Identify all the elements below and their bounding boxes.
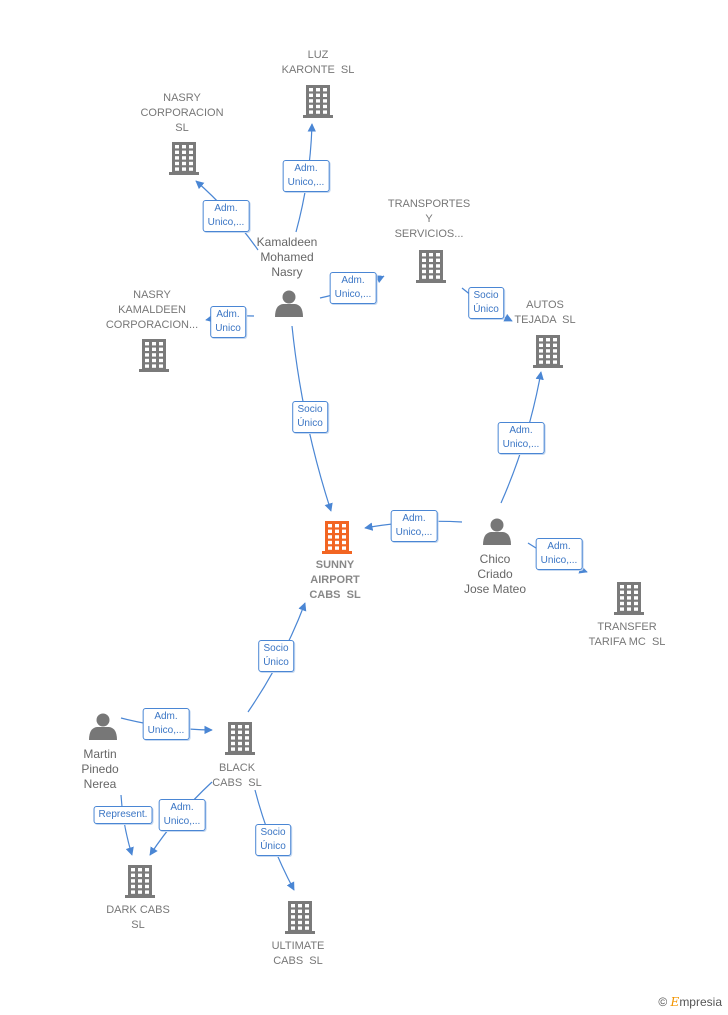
brand-name: mpresia <box>679 995 722 1009</box>
edge-label-kamaldeen-to-transportes[interactable]: Adm. Unico,... <box>329 272 377 304</box>
edge-label-chico-to-transfer[interactable]: Adm. Unico,... <box>535 538 583 570</box>
edge-label-kamaldeen-to-nasry_kam[interactable]: Adm. Unico <box>210 306 246 338</box>
building-icon-autos[interactable] <box>533 335 563 368</box>
node-label-transportes[interactable]: TRANSPORTES Y SERVICIOS... <box>387 198 471 240</box>
building-icon-transfer[interactable] <box>614 582 644 615</box>
building-icon-dark[interactable] <box>125 865 155 898</box>
node-label-luz[interactable]: LUZ KARONTE SL <box>281 49 355 76</box>
edge-martin-to-dark <box>120 794 134 856</box>
person-icon-kamaldeen[interactable] <box>275 290 303 318</box>
edge-label-chico-to-sunny[interactable]: Adm. Unico,... <box>390 510 438 542</box>
building-icon-transportes[interactable] <box>416 250 446 283</box>
brand-initial: E <box>670 995 680 1009</box>
building-icon-luz[interactable] <box>303 85 333 118</box>
node-label-ultimate[interactable]: ULTIMATE CABS SL <box>271 940 325 967</box>
node-label-nasry_kam[interactable]: NASRY KAMALDEEN CORPORACION... <box>105 289 199 331</box>
node-label-autos[interactable]: AUTOS TEJADA SL <box>514 299 576 326</box>
node-label-black[interactable]: BLACK CABS SL <box>212 762 262 789</box>
building-icon-black[interactable] <box>225 722 255 755</box>
person-icon-martin[interactable] <box>89 713 117 741</box>
node-label-martin[interactable]: Martin Pinedo Nerea <box>81 747 119 791</box>
building-icon-nasry_kam[interactable] <box>139 339 169 372</box>
edge-label-black-to-sunny[interactable]: Socio Único <box>258 640 294 672</box>
edge-label-martin-to-dark[interactable]: Represent. <box>93 806 153 824</box>
building-icon-ultimate[interactable] <box>285 901 315 934</box>
node-label-dark[interactable]: DARK CABS SL <box>106 904 170 931</box>
copyright-mark: © <box>658 995 668 1009</box>
edge-label-martin-to-black[interactable]: Adm. Unico,... <box>142 708 190 740</box>
node-label-sunny[interactable]: SUNNY AIRPORT CABS SL <box>309 559 361 601</box>
node-label-kamaldeen[interactable]: Kamaldeen Mohamed Nasry <box>256 235 318 279</box>
brand-logo: © Empresia <box>658 995 722 1009</box>
edge-label-kamaldeen-to-sunny[interactable]: Socio Único <box>292 401 328 433</box>
edge-label-black-to-ultimate[interactable]: Socio Único <box>255 824 291 856</box>
edge-label-transportes-to-autos[interactable]: Socio Único <box>468 287 504 319</box>
person-icon-chico[interactable] <box>483 518 511 546</box>
edge-label-kamaldeen-to-nasry_corp[interactable]: Adm. Unico,... <box>202 200 250 232</box>
node-label-transfer[interactable]: TRANSFER TARIFA MC SL <box>588 621 666 648</box>
node-label-nasry_corp[interactable]: NASRY CORPORACION SL <box>140 92 224 134</box>
edge-label-chico-to-autos[interactable]: Adm. Unico,... <box>497 422 545 454</box>
building-icon-sunny[interactable] <box>322 521 352 554</box>
edge-label-black-to-dark[interactable]: Adm. Unico,... <box>158 799 206 831</box>
building-icon-nasry_corp[interactable] <box>169 142 199 175</box>
edge-label-kamaldeen-to-luz[interactable]: Adm. Unico,... <box>282 160 330 192</box>
node-label-chico[interactable]: Chico Criado Jose Mateo <box>463 552 527 596</box>
